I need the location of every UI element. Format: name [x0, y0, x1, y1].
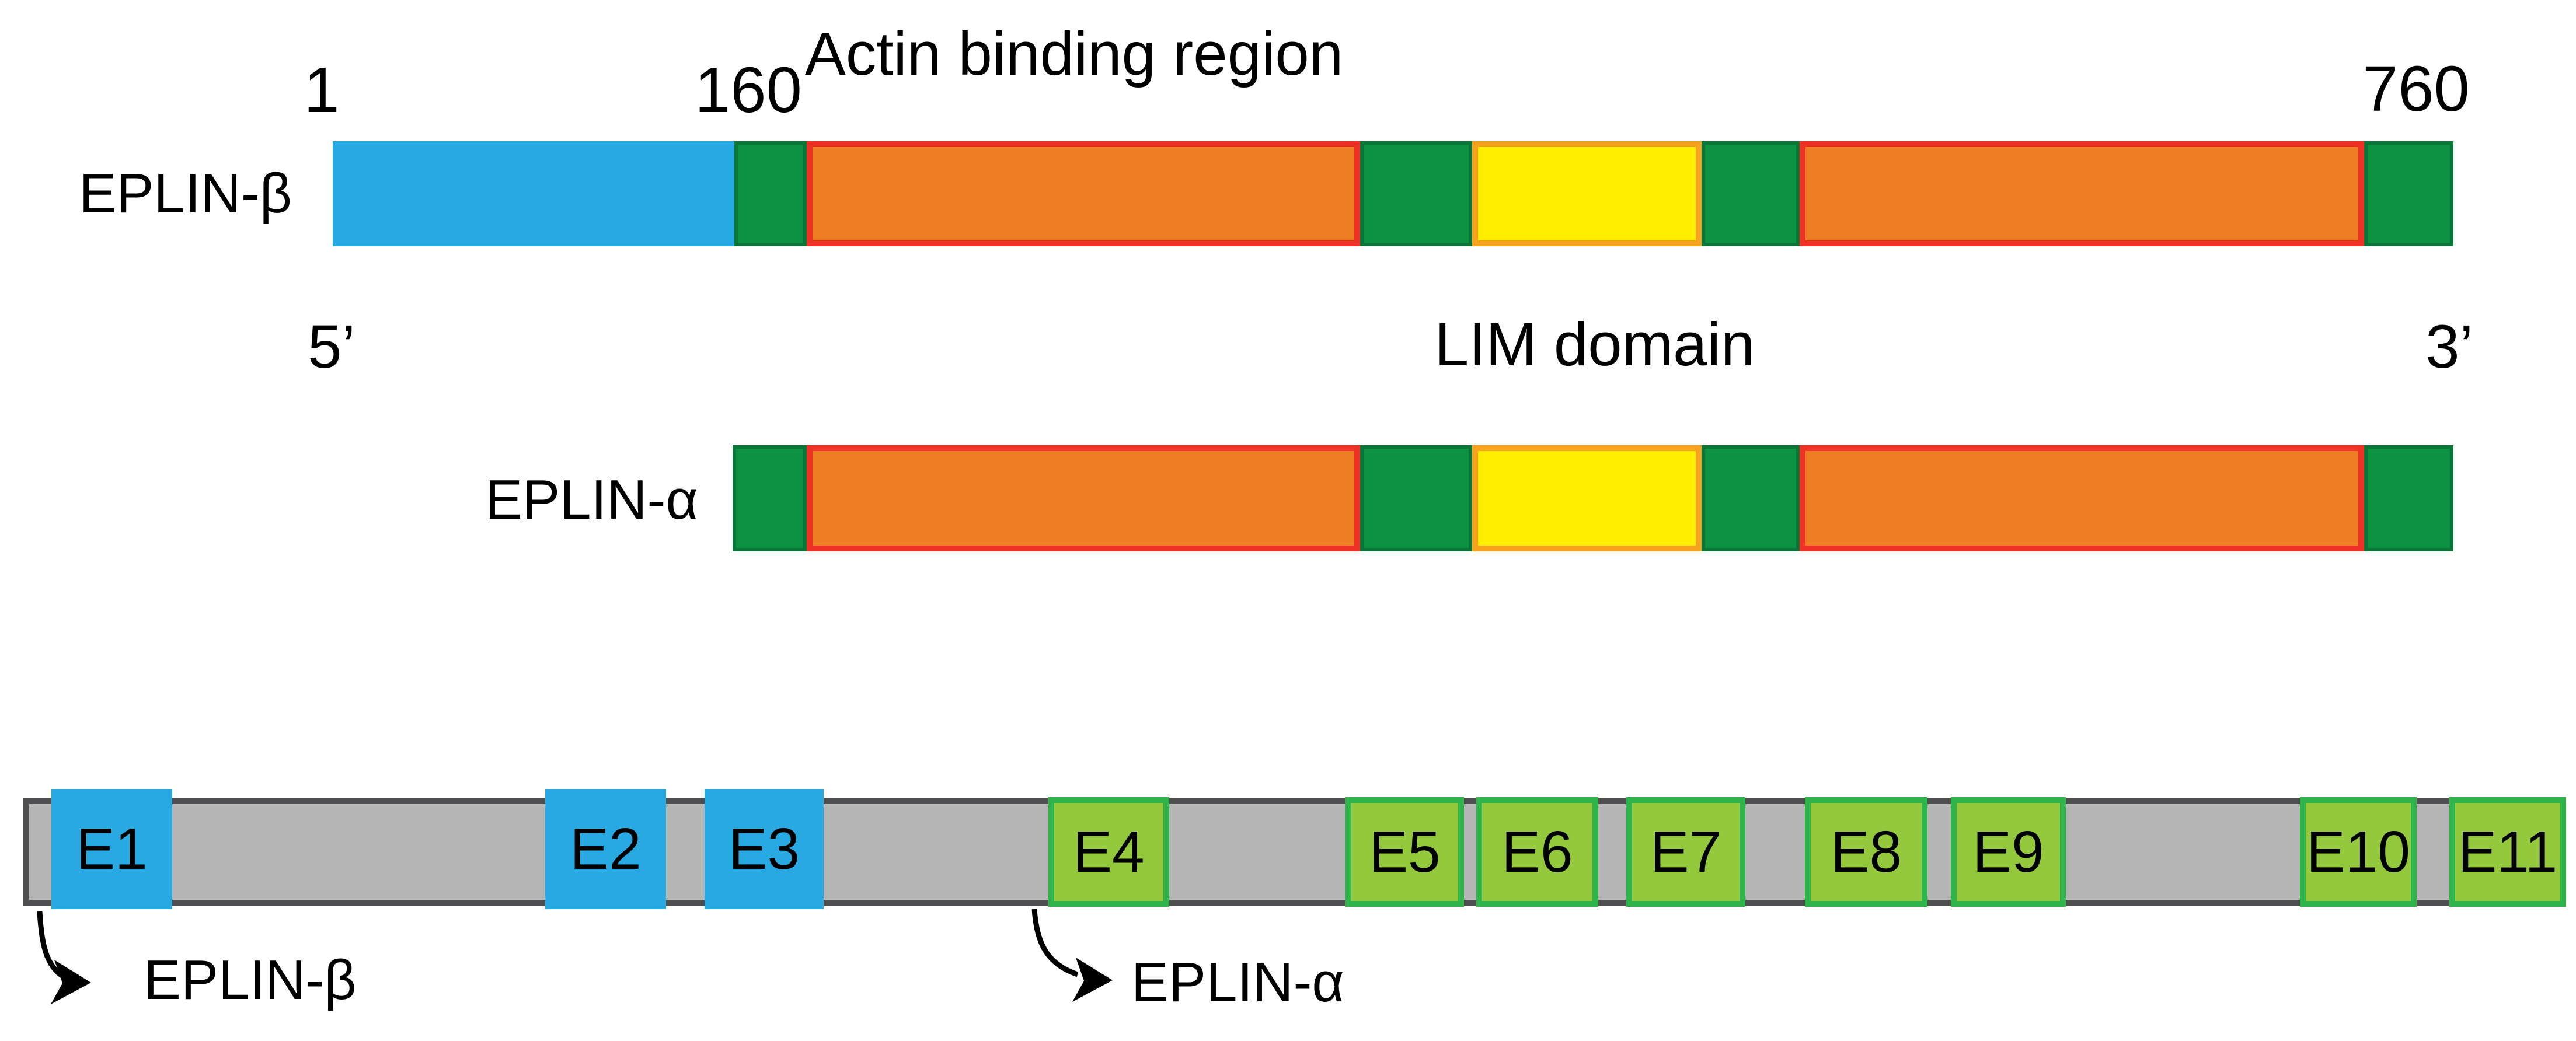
eplin-beta-segment-yellow-4: [1472, 141, 1702, 246]
eplin-beta-protein-label: EPLIN-β: [79, 162, 292, 225]
exon-e5-box: E5: [1345, 797, 1464, 907]
eplin-alpha-segment-yellow-3: [1472, 445, 1702, 551]
eplin-beta-segment-orange-6: [1800, 141, 2364, 246]
eplin-alpha-domain-bar: [733, 445, 2453, 551]
aa-position-1-label: 1: [304, 54, 340, 126]
eplin-beta-segment-green-7: [2364, 141, 2453, 246]
eplin-alpha-segment-green-6: [2364, 445, 2453, 551]
exon-e1-box: E1: [51, 789, 172, 909]
eplin-alpha-protein-label: EPLIN-α: [485, 469, 698, 531]
eplin-alpha-segment-green-4: [1702, 445, 1800, 551]
eplin-alpha-segment-orange-1: [807, 445, 1360, 551]
exon-e7-box: E7: [1626, 797, 1745, 907]
eplin-beta-callout-label: EPLIN-β: [144, 949, 357, 1011]
exon-e8-box: E8: [1805, 797, 1927, 907]
eplin-beta-segment-green-1: [734, 141, 807, 246]
exon-e6-box: E6: [1476, 797, 1598, 907]
eplin-alpha-segment-green-2: [1360, 445, 1472, 551]
aa-position-160-label: 160: [695, 54, 802, 126]
eplin-beta-segment-orange-2: [807, 141, 1360, 246]
aa-position-760-label: 760: [2362, 53, 2470, 125]
eplin-alpha-callout-label: EPLIN-α: [1131, 951, 1344, 1014]
exon-e11-box: E11: [2449, 797, 2566, 907]
five-prime-label: 5’: [308, 313, 355, 381]
exon-e10-box: E10: [2300, 797, 2417, 907]
exon-e2-box: E2: [545, 789, 666, 909]
exon-e4-box: E4: [1048, 797, 1169, 907]
eplin-beta-domain-bar: [333, 141, 2453, 246]
eplin-beta-segment-green-3: [1360, 141, 1472, 246]
eplin-beta-segment-green-5: [1702, 141, 1800, 246]
eplin-beta-segment-blue-0: [333, 141, 734, 246]
gene-exon-bar: [23, 798, 2566, 906]
exon-e3-box: E3: [705, 789, 824, 909]
exon-e9-box: E9: [1951, 797, 2066, 907]
eplin-alpha-segment-orange-5: [1800, 445, 2364, 551]
three-prime-label: 3’: [2425, 313, 2473, 381]
actin-binding-region-title: Actin binding region: [804, 20, 1344, 88]
lim-domain-title: LIM domain: [1434, 310, 1755, 379]
eplin-alpha-segment-green-0: [733, 445, 807, 551]
